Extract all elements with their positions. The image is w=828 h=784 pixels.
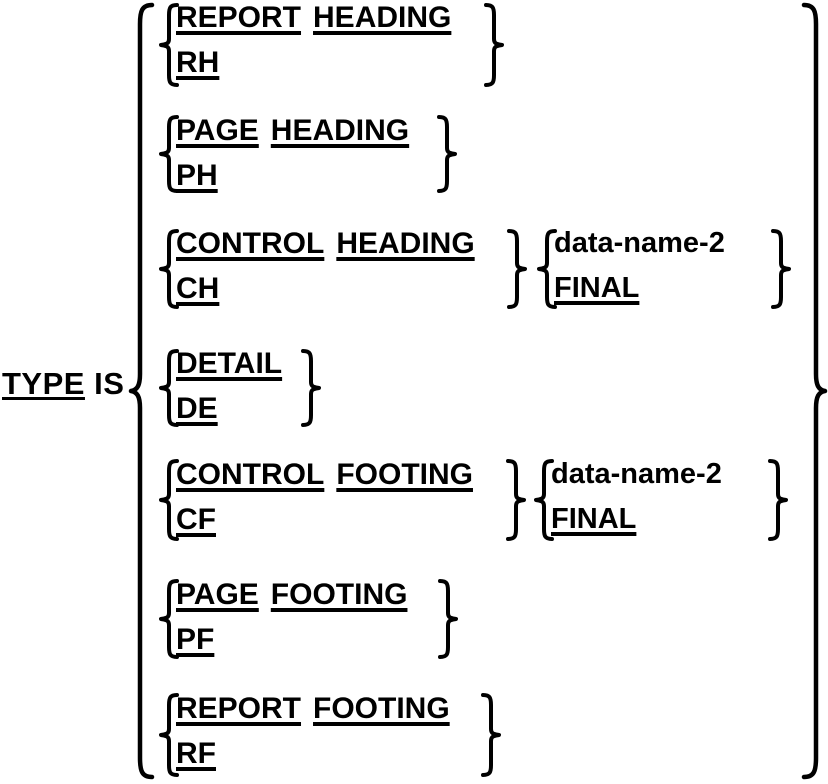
row-left-brace	[158, 348, 180, 428]
row-upper-line: CONTROL FOOTING	[176, 460, 473, 505]
row-left-brace	[158, 578, 180, 660]
row-left-brace	[158, 228, 180, 310]
metavariable-data-name-2: data-name-2	[554, 227, 725, 259]
term-heading: HEADING	[270, 114, 410, 147]
row-upper-line: CONTROL HEADING	[176, 229, 475, 274]
term-control: CONTROL	[176, 458, 325, 491]
row-lower-line: CF	[176, 505, 473, 550]
row-right-brace	[505, 458, 527, 542]
term-de: DE	[176, 392, 218, 425]
keyword-type: TYPE	[2, 366, 85, 401]
row-terms: REPORT HEADING RH	[176, 3, 451, 93]
row-terms: DETAIL DE	[176, 349, 282, 439]
row-left-brace	[158, 114, 180, 194]
row-right-brace	[480, 692, 502, 778]
qualifier-terms: data-name-2 FINAL	[551, 460, 722, 550]
outer-right-brace	[800, 2, 828, 780]
term-footing: FOOTING	[336, 458, 473, 491]
qualifier-right-brace	[767, 458, 789, 542]
term-heading: HEADING	[336, 227, 475, 260]
term-footing: FOOTING	[270, 578, 408, 611]
row-upper-line: REPORT FOOTING	[176, 694, 450, 739]
term-pf: PF	[176, 623, 215, 656]
term-page: PAGE	[176, 114, 259, 147]
row-right-brace	[506, 228, 528, 310]
row-terms: CONTROL FOOTING CF	[176, 460, 473, 550]
qualifier-terms: data-name-2 FINAL	[554, 229, 725, 319]
term-rf: RF	[176, 737, 216, 770]
row-lower-line: PH	[176, 161, 409, 206]
row-upper-line: REPORT HEADING	[176, 3, 451, 48]
row-lower-line: DE	[176, 394, 282, 439]
row-lower-line: RH	[176, 48, 451, 93]
row-terms: CONTROL HEADING CH	[176, 229, 475, 319]
row-terms: PAGE FOOTING PF	[176, 580, 407, 670]
term-rh: RH	[176, 46, 220, 79]
row-right-brace	[300, 348, 322, 428]
qualifier-left-brace	[536, 228, 558, 310]
row-upper-line: PAGE HEADING	[176, 116, 409, 161]
qualifier-upper-line: data-name-2	[551, 460, 722, 505]
term-ch: CH	[176, 272, 220, 305]
row-lower-line: CH	[176, 274, 475, 319]
row-terms: REPORT FOOTING RF	[176, 694, 450, 784]
metavariable-data-name-2: data-name-2	[551, 458, 722, 490]
connector-is: IS	[94, 366, 125, 401]
term-footing: FOOTING	[313, 692, 450, 725]
qualifier-lower-line: FINAL	[551, 505, 722, 550]
qualifier-upper-line: data-name-2	[554, 229, 725, 274]
qualifier-left-brace	[533, 458, 555, 542]
term-page: PAGE	[176, 578, 259, 611]
row-lower-line: PF	[176, 625, 407, 670]
row-right-brace	[436, 114, 458, 194]
term-final: FINAL	[551, 503, 637, 535]
term-cf: CF	[176, 503, 216, 536]
row-lower-line: RF	[176, 739, 450, 784]
row-left-brace	[158, 2, 180, 88]
row-upper-line: DETAIL	[176, 349, 282, 394]
term-report: REPORT	[176, 1, 302, 34]
row-left-brace	[158, 692, 180, 778]
row-terms: PAGE HEADING PH	[176, 116, 409, 206]
row-left-brace	[158, 458, 180, 542]
qualifier-right-brace	[770, 228, 792, 310]
term-detail: DETAIL	[176, 347, 283, 380]
term-ph: PH	[176, 159, 218, 192]
term-report: REPORT	[176, 692, 302, 725]
term-final: FINAL	[554, 272, 640, 304]
term-control: CONTROL	[176, 227, 325, 260]
lead-in-label: TYPE IS	[2, 366, 124, 402]
row-right-brace	[483, 2, 505, 88]
qualifier-lower-line: FINAL	[554, 274, 725, 319]
term-heading: HEADING	[313, 1, 452, 34]
row-right-brace	[437, 578, 459, 660]
row-upper-line: PAGE FOOTING	[176, 580, 407, 625]
outer-left-brace	[128, 2, 156, 780]
